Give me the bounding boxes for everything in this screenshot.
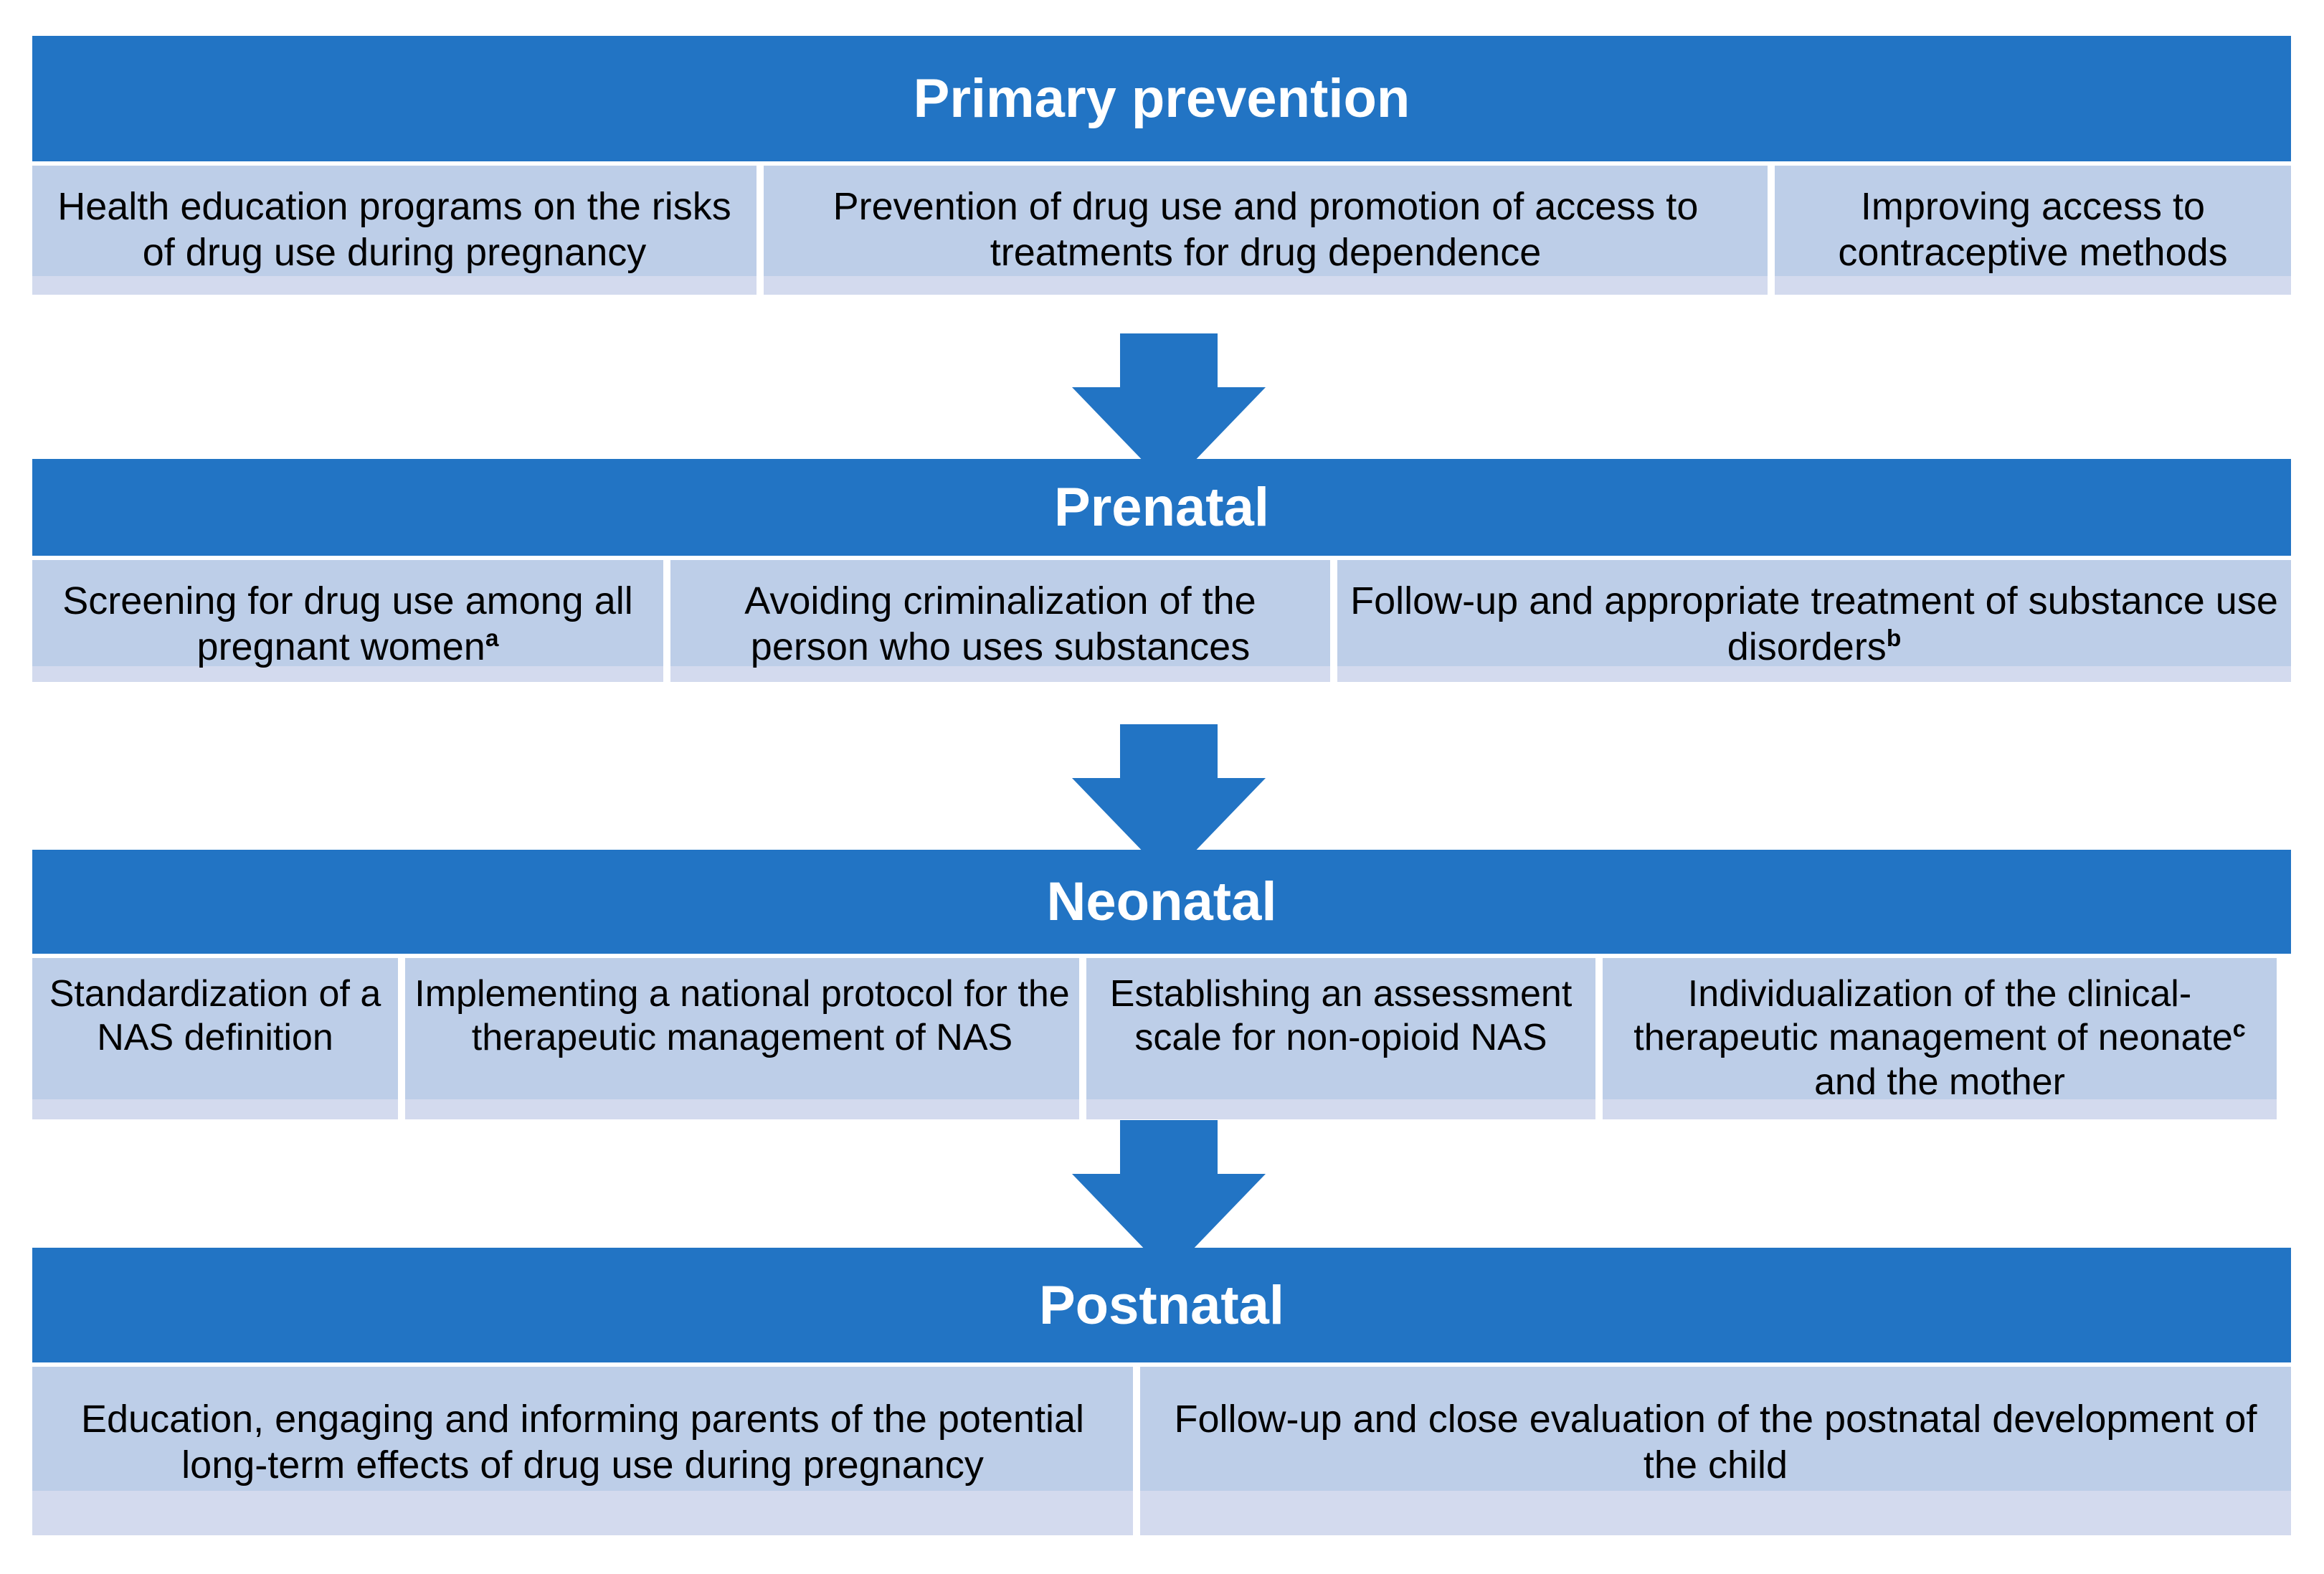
arrow-down-neonatal-to-postnatal [1072,1120,1266,1274]
cell-text: Standardization of a NAS definition [49,973,381,1059]
section-postnatal: Postnatal Education, engaging and inform… [32,1248,2291,1535]
cell-text: Health education programs on the risks o… [57,185,731,274]
cell-text: Avoiding criminalization of the person w… [744,579,1256,668]
cell-improving-access-contraceptive[interactable]: Improving access to contraceptive method… [1775,166,2291,295]
section-neonatal: Neonatal Standardization of a NAS defini… [32,850,2291,1119]
cell-bottom-band [32,276,757,295]
section-title: Primary prevention [913,68,1410,129]
cell-bottom-band [1775,276,2291,295]
cell-text: Implementing a national protocol for the… [414,973,1070,1059]
section-cells-row: Education, engaging and informing parent… [32,1367,2291,1535]
cell-text: Improving access to contraceptive method… [1838,185,2228,274]
section-primary-prevention: Primary prevention Health education prog… [32,36,2291,295]
cell-standardization-nas-definition[interactable]: Standardization of a NAS definition [32,958,398,1119]
cell-prevention-of-drug-use[interactable]: Prevention of drug use and promotion of … [764,166,1768,295]
section-cells-row: Screening for drug use among all pregnan… [32,560,2291,682]
cell-text: Follow-up and close evaluation of the po… [1174,1398,2257,1487]
cell-followup-treatment-substance-use[interactable]: Follow-up and appropriate treatment of s… [1337,560,2291,682]
section-title: Postnatal [1038,1274,1285,1336]
cell-avoiding-criminalization[interactable]: Avoiding criminalization of the person w… [670,560,1330,682]
cell-assessment-scale-non-opioid-nas[interactable]: Establishing an assessment scale for non… [1086,958,1595,1119]
cell-bottom-band [1086,1099,1595,1119]
section-title: Prenatal [1054,477,1269,538]
cell-education-engaging-informing-parents[interactable]: Education, engaging and informing parent… [32,1367,1133,1535]
cell-bottom-band [405,1099,1079,1119]
section-header-neonatal: Neonatal [32,850,2291,954]
cell-bottom-band [32,1099,398,1119]
arrow-down-primary-to-prenatal [1072,333,1266,488]
cell-followup-postnatal-development[interactable]: Follow-up and close evaluation of the po… [1140,1367,2291,1535]
cell-text: Establishing an assessment scale for non… [1109,973,1573,1059]
cell-bottom-band [764,276,1768,295]
cell-individualization-clinical-therapeutic[interactable]: Individualization of the clinical-therap… [1603,958,2277,1119]
section-header-primary-prevention: Primary prevention [32,36,2291,161]
cell-screening-for-drug-use[interactable]: Screening for drug use among all pregnan… [32,560,663,682]
section-prenatal: Prenatal Screening for drug use among al… [32,459,2291,682]
cell-bottom-band [32,1491,1133,1535]
footnote-marker-b: b [1886,625,1902,652]
cell-national-protocol-nas[interactable]: Implementing a national protocol for the… [405,958,1079,1119]
cell-text: Prevention of drug use and promotion of … [833,185,1699,274]
section-title: Neonatal [1046,871,1277,932]
cell-bottom-band [1140,1491,2291,1535]
cell-text: Screening for drug use among all pregnan… [62,579,633,668]
cell-text: Individualization of the clinical-therap… [1633,973,2246,1103]
cell-text: Education, engaging and informing parent… [81,1398,1084,1487]
section-header-postnatal: Postnatal [32,1248,2291,1362]
footnote-marker-c: c [2232,1016,2246,1043]
section-cells-row: Health education programs on the risks o… [32,166,2291,295]
section-cells-row: Standardization of a NAS definition Impl… [32,958,2291,1119]
cell-text: Follow-up and appropriate treatment of s… [1350,579,2278,668]
section-header-prenatal: Prenatal [32,459,2291,556]
arrow-down-prenatal-to-neonatal [1072,724,1266,878]
cell-health-education-programs[interactable]: Health education programs on the risks o… [32,166,757,295]
footnote-marker-a: a [485,625,499,652]
